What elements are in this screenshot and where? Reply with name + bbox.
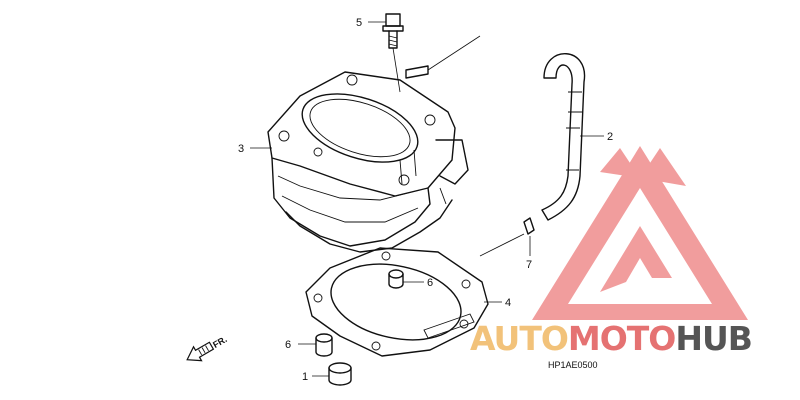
gasket-hole	[313, 293, 323, 303]
dowel-top	[315, 333, 333, 343]
stud	[405, 65, 429, 79]
callout-6-lower: 6	[285, 339, 291, 351]
dowel-body	[388, 273, 404, 289]
flange-bolt-hole	[398, 174, 410, 186]
leader-lines	[250, 21, 604, 377]
dowel-body	[315, 337, 333, 357]
gasket-tab	[423, 313, 475, 339]
logo-peak	[600, 148, 686, 186]
cylinder-fin	[281, 195, 419, 223]
flange-bolt-hole	[346, 74, 358, 86]
bolt	[382, 13, 404, 93]
cylinder-gasket	[305, 247, 489, 357]
callout-6-upper: 6	[427, 277, 433, 289]
watermark-moto: MOTO	[568, 319, 675, 358]
flange-bolt-hole	[313, 147, 323, 157]
collar-top	[328, 362, 352, 374]
fr-arrow-hatch	[198, 345, 209, 356]
diagram-code: HP1AE0500	[548, 360, 598, 370]
flange-bolt-hole	[424, 114, 436, 126]
gasket-outline	[305, 247, 489, 357]
cylinder-bore-inner	[309, 98, 411, 158]
hose-outline	[541, 53, 586, 221]
install-line-stud	[427, 35, 481, 71]
gasket-hole	[461, 279, 471, 289]
dowel-pin-upper	[388, 269, 404, 289]
callout-1: 1	[302, 371, 308, 383]
bolt-install-line	[392, 47, 401, 93]
callout-2: 2	[607, 131, 613, 143]
watermark-text: AUTOMOTOHUB	[470, 319, 752, 358]
cylinder-side-port	[435, 139, 469, 185]
callout-4: 4	[505, 297, 511, 309]
hose-clip	[523, 217, 535, 235]
cylinder-bore	[301, 93, 419, 163]
watermark-auto: AUTO	[470, 319, 568, 358]
watermark-hub: HUB	[675, 319, 752, 358]
install-line-clip	[479, 233, 525, 257]
breather-hose	[541, 53, 586, 221]
dowel-top	[388, 269, 404, 279]
bolt-thread	[388, 35, 398, 47]
dowel-pin-lower	[315, 333, 333, 357]
cylinder-detail	[399, 149, 447, 205]
gasket-hole	[371, 341, 381, 351]
callout-7: 7	[526, 259, 532, 271]
logo-triangle-outer	[532, 146, 748, 320]
bolt-head	[385, 13, 401, 27]
collar-body	[328, 367, 352, 386]
cylinder-fin	[277, 175, 421, 201]
callouts: 1 2 3 4 5 6 6 7	[238, 17, 613, 383]
hose-band	[566, 91, 582, 171]
watermark-logo	[532, 146, 748, 320]
logo-triangle-inner	[600, 226, 672, 292]
bolt-washer	[382, 25, 404, 32]
fr-label: FR.	[211, 334, 229, 350]
gasket-bore	[330, 263, 462, 341]
cylinder-top-flange	[267, 71, 456, 197]
front-direction-indicator: FR.	[186, 334, 229, 362]
callout-3: 3	[238, 143, 244, 155]
callout-5: 5	[356, 17, 362, 29]
flange-bolt-hole	[278, 130, 290, 142]
gasket-hole	[381, 251, 391, 261]
cylinder-block	[267, 65, 469, 253]
seal-collar	[328, 362, 352, 386]
cylinder-body	[271, 157, 431, 247]
fr-arrow-icon	[186, 341, 215, 362]
clip-shape	[523, 217, 535, 235]
